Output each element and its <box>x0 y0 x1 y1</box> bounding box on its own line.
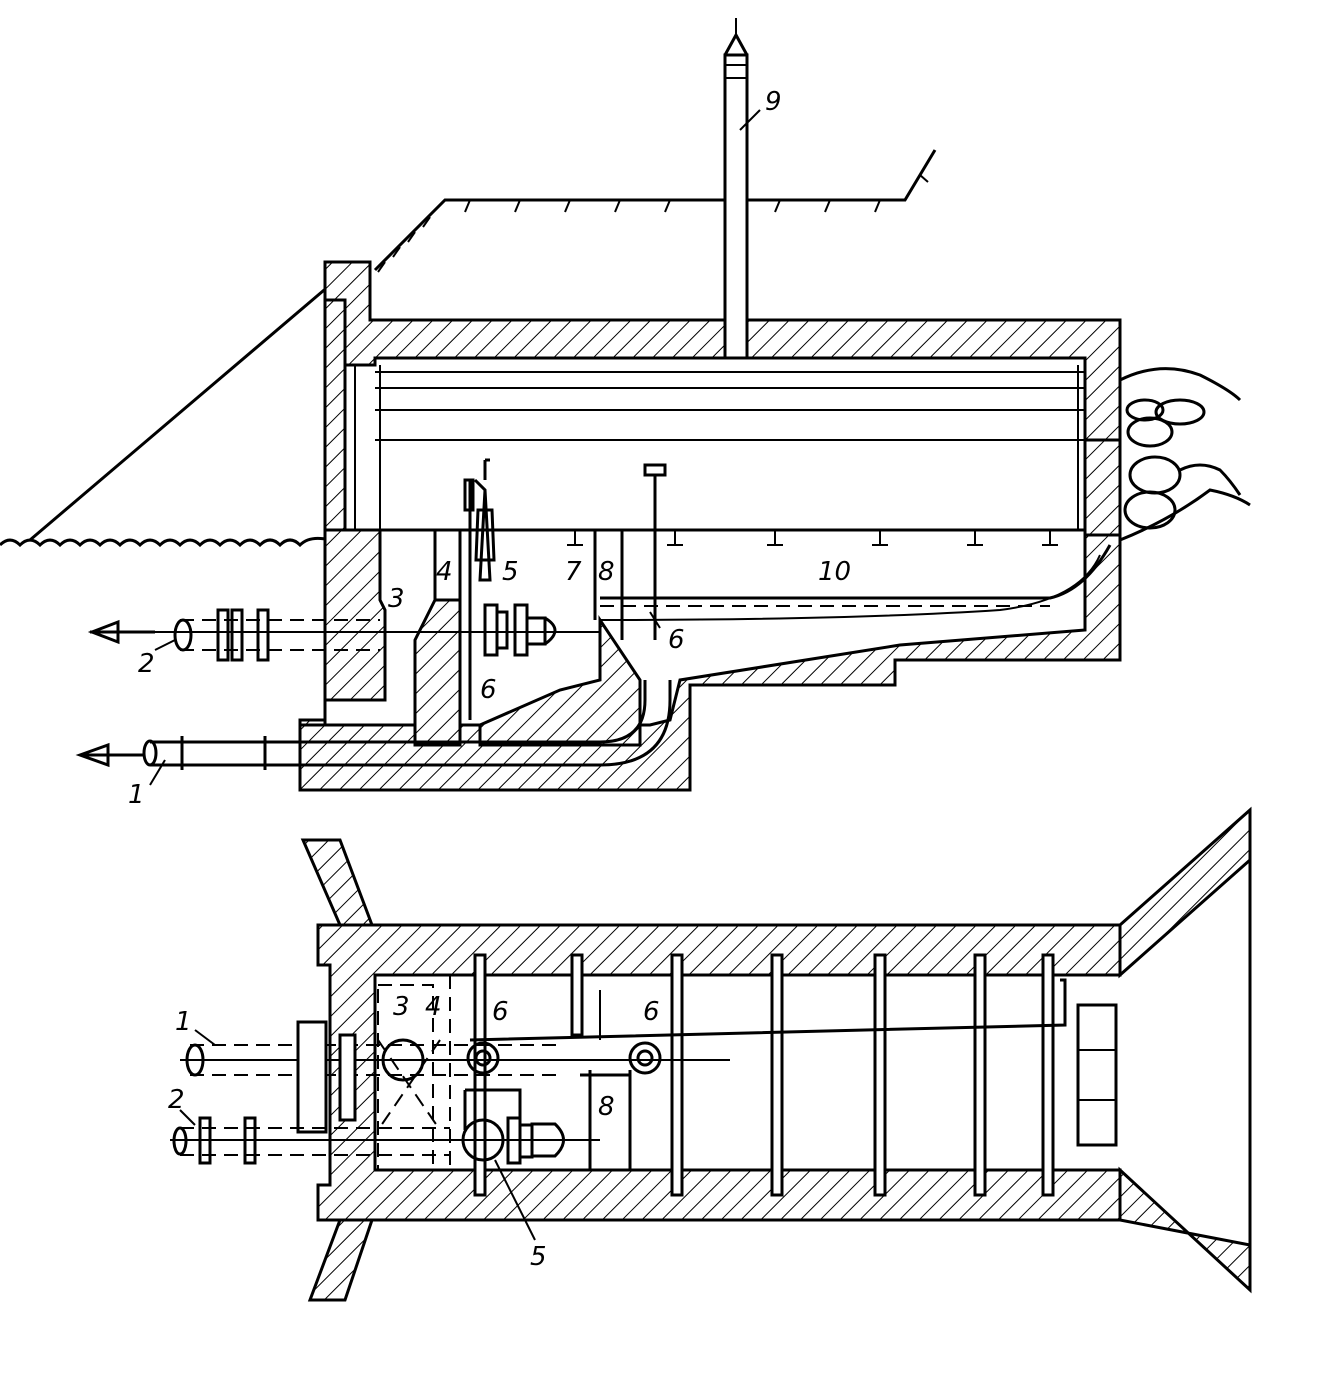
plan-view: 1 2 3 4 5 6 6 8 <box>168 806 1252 1302</box>
plan-label-6a: 6 <box>492 997 509 1027</box>
plan-flare-bottom <box>1118 1166 1252 1294</box>
plan-wing-top-left <box>300 838 375 927</box>
vent-pipe <box>723 18 749 360</box>
superstructure-lines <box>354 365 1120 530</box>
section-partitions <box>433 480 624 720</box>
water-surface <box>599 544 1112 621</box>
section-view: 1 2 3 4 5 6 6 7 8 9 10 <box>0 18 1251 810</box>
plan-wing-bottom-left <box>307 1218 375 1302</box>
plan-pipe-2 <box>170 1088 600 1165</box>
plan-label-3: 3 <box>393 992 410 1022</box>
section-label-3: 3 <box>388 584 405 614</box>
plan-guide <box>469 978 1067 1042</box>
section-labels: 1 2 3 4 5 6 6 7 8 9 10 <box>128 87 851 810</box>
slope-block <box>478 615 642 747</box>
plan-inner-walls <box>580 1070 632 1170</box>
plan-top-wall <box>316 923 1122 1222</box>
pump-unit <box>483 603 557 657</box>
plan-flare-top <box>1118 806 1252 979</box>
plan-right-sill <box>1076 1003 1118 1147</box>
intake-left-block <box>298 528 387 727</box>
earth-fill-ticks <box>377 174 929 273</box>
plan-label-6b: 6 <box>643 997 660 1027</box>
section-label-7: 7 <box>565 557 582 587</box>
pipe-1 <box>75 680 672 770</box>
right-wall <box>1083 438 1122 537</box>
plan-label-2: 2 <box>168 1085 185 1115</box>
screen-partition <box>413 598 462 747</box>
section-label-10: 10 <box>818 557 851 587</box>
gate-hoist <box>463 458 496 582</box>
plan-label-5: 5 <box>530 1242 547 1272</box>
bank-stones-right <box>1119 367 1251 542</box>
section-label-9: 9 <box>765 87 782 117</box>
riprap-left <box>0 536 331 548</box>
section-label-6a: 6 <box>480 675 497 705</box>
pipe-2 <box>87 608 600 662</box>
section-label-5: 5 <box>502 557 519 587</box>
section-label-2: 2 <box>138 649 155 679</box>
plan-labels: 1 2 3 4 5 6 6 8 <box>168 992 660 1272</box>
section-label-1: 1 <box>128 780 145 810</box>
plan-chamber-dashed <box>377 975 451 1171</box>
ground-slope-line <box>29 283 331 542</box>
plan-label-1: 1 <box>175 1007 192 1037</box>
section-label-4: 4 <box>436 557 453 587</box>
plan-label-4: 4 <box>425 992 442 1022</box>
earth-fill-top <box>373 149 937 272</box>
section-label-6b: 6 <box>668 625 685 655</box>
left-wall <box>323 298 347 532</box>
float-gauge <box>643 463 667 640</box>
section-label-8: 8 <box>598 557 615 587</box>
plan-screen-bars <box>473 953 1055 1197</box>
screen-brackets <box>567 530 1058 546</box>
roof-slab <box>323 260 1122 442</box>
plan-label-8: 8 <box>598 1092 615 1122</box>
plan-pipe-1 <box>180 1020 730 1134</box>
